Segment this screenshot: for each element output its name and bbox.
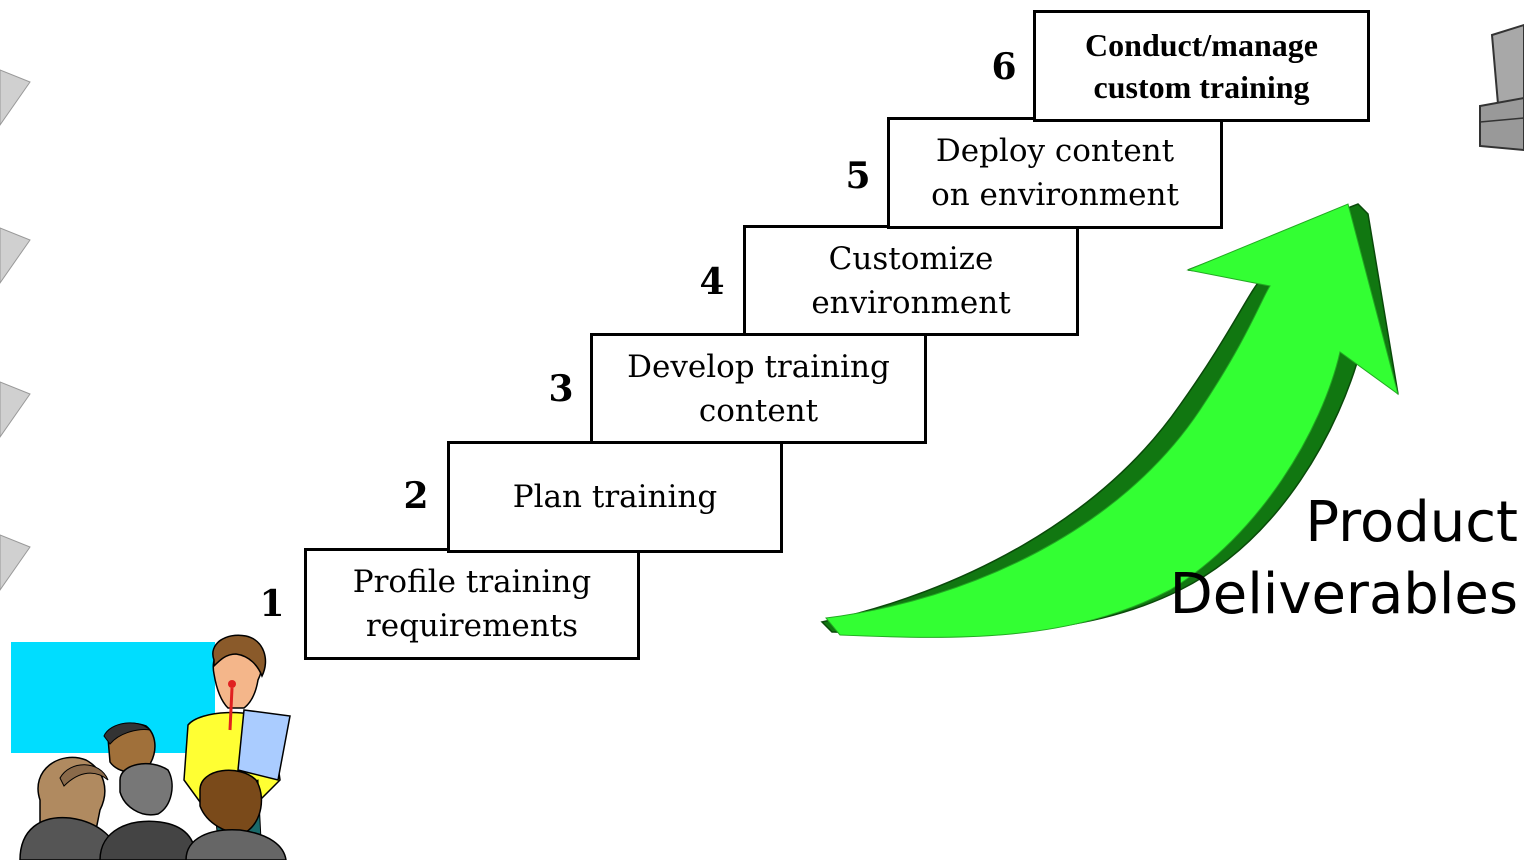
step-6-box: Conduct/manage custom training	[1033, 10, 1370, 122]
step-1-box: Profile training requirements	[304, 548, 640, 660]
deliverables-line-2: Deliverables	[1169, 562, 1518, 627]
page-tab-icon	[0, 227, 31, 284]
step-2-number: 2	[403, 475, 429, 517]
step-3-number: 3	[548, 368, 574, 410]
step-5-label-line-2: on environment	[931, 177, 1179, 213]
stacked-boxes-clipart	[1479, 23, 1524, 152]
step-2-label-line-1: Plan training	[512, 479, 718, 515]
left-edge-tabs	[0, 69, 31, 591]
step-1-number: 1	[259, 583, 285, 625]
step-5-number: 5	[845, 155, 871, 197]
step-3-box: Develop training content	[590, 333, 927, 444]
step-4-number: 4	[699, 261, 725, 303]
page-tab-icon	[0, 381, 31, 438]
step-3-label-line-2: content	[698, 392, 819, 429]
deliverables-label: Product Deliverables	[1120, 487, 1518, 631]
step-4-label-line-2: environment	[811, 284, 1011, 321]
step-2-box: Plan training	[447, 441, 783, 553]
page-tab-icon	[0, 534, 31, 591]
step-6-label-line-2: custom training	[1093, 69, 1310, 105]
step-1-label-line-2: requirements	[365, 608, 579, 644]
step-5-box: Deploy content on environment	[887, 117, 1223, 229]
step-3-label-line-1: Develop training	[627, 348, 890, 385]
presenter-with-audience-clipart	[11, 634, 291, 860]
step-6-label-line-1: Conduct/manage	[1085, 27, 1318, 63]
step-5-label-line-1: Deploy content	[935, 133, 1175, 169]
step-1-label-line-1: Profile training	[352, 564, 592, 600]
curved-arrow-icon	[820, 203, 1399, 638]
step-4-label-line-1: Customize	[828, 240, 994, 277]
deliverables-line-1: Product	[1305, 490, 1518, 555]
step-6-number: 6	[991, 46, 1017, 88]
page-tab-icon	[0, 69, 31, 126]
step-4-box: Customize environment	[743, 225, 1079, 336]
audience-figures-icon	[19, 722, 287, 860]
